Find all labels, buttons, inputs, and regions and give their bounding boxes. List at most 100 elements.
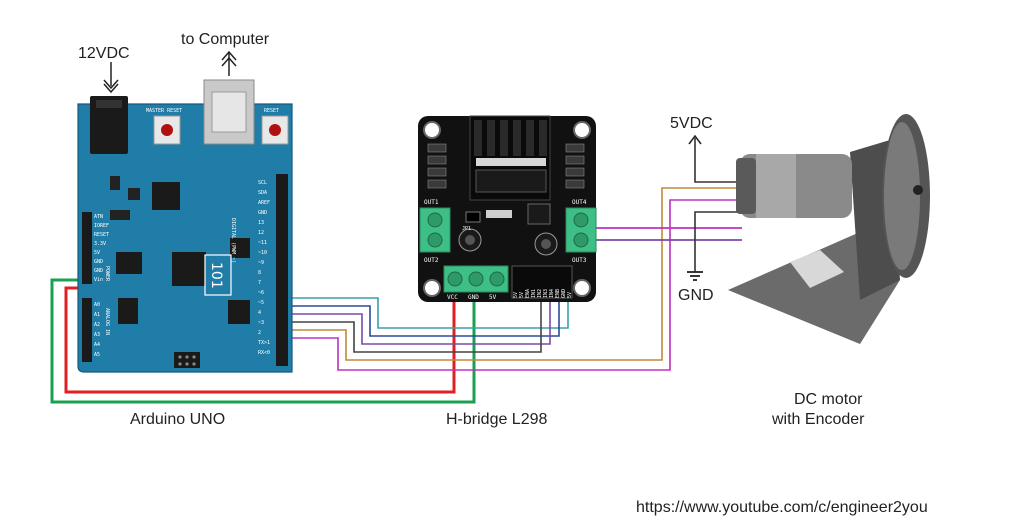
pin-label: 8 — [258, 270, 261, 276]
digital-section-label: DIGITAL (PWM ~) — [230, 218, 236, 263]
jumper-jp1 — [465, 211, 481, 223]
pin-label: ~9 — [258, 260, 264, 266]
terminal-out1-out2 — [419, 207, 451, 253]
to-computer-label: to Computer — [181, 31, 270, 48]
pin-label: IOREF — [94, 223, 109, 229]
terminal-power — [443, 265, 509, 293]
svg-text:101: 101 — [208, 262, 224, 289]
wire-dark-in3 — [286, 298, 542, 353]
pin-label: IN4 — [549, 289, 555, 298]
pin-label: AREF — [258, 200, 270, 206]
pin-label: A3 — [94, 332, 100, 338]
arduino-board: MASTER RESET RESET 101 DIGITAL (PWM ~) P… — [77, 79, 293, 373]
pin-label: 5V — [489, 294, 497, 301]
pin-label: 13 — [258, 220, 264, 226]
pin-label: GND — [94, 259, 103, 265]
pin-label: ~11 — [258, 240, 267, 246]
small-chip-1 — [152, 182, 180, 210]
out1-label: OUT1 — [424, 199, 439, 206]
power-arrow — [103, 62, 119, 94]
wire-gnd-encoder — [694, 211, 742, 272]
main-chip — [172, 252, 206, 286]
dc-barrel-jack — [90, 96, 128, 154]
pin-label: SDA — [258, 190, 267, 196]
analog-header — [82, 298, 92, 362]
wire-green-gnd — [50, 278, 476, 404]
motor-bracket — [728, 232, 900, 344]
icsp-header — [174, 352, 200, 368]
pin-label: 12 — [258, 230, 264, 236]
wire-navy-in1 — [286, 298, 560, 337]
pin-label: 5V — [519, 292, 525, 298]
wire-purple-in2 — [286, 298, 551, 345]
pin-label: IN2 — [537, 289, 543, 298]
small-chip-4 — [230, 238, 250, 258]
digital-pin-labels: SCLSDAAREFGND1312~11~10~987~6~54~32TX>1R… — [258, 180, 270, 356]
wire-5vdc-encoder — [694, 138, 742, 183]
pin-label: ~3 — [258, 320, 264, 326]
power-in-label: 12VDC — [78, 45, 130, 62]
pin-label: A5 — [94, 352, 100, 358]
pin-label: 5V — [567, 292, 573, 298]
pin-label: 7 — [258, 280, 261, 286]
jumper-label: JP1 — [462, 226, 471, 232]
pin-label: RX<0 — [258, 350, 270, 356]
motor-label-line2: with Encoder — [771, 411, 865, 428]
pin-label: GND — [94, 268, 103, 274]
pin-label: A4 — [94, 342, 100, 348]
wire-orange-encoder — [286, 187, 742, 361]
wire-red-vcc — [64, 286, 456, 394]
hbridge-pcb — [418, 116, 596, 302]
digital-header — [276, 174, 288, 366]
pin-label: RESET — [94, 232, 109, 238]
pin-label: GND — [561, 289, 567, 298]
motor-label-line1: DC motor — [794, 391, 863, 408]
voltage-regulator — [527, 203, 551, 225]
pin-label: VCC — [447, 294, 458, 301]
pin-label: ~10 — [258, 250, 267, 256]
small-chip-3 — [118, 298, 138, 324]
capacitor-right — [534, 232, 558, 256]
vdc5-label: 5VDC — [670, 115, 713, 132]
reset-label: RESET — [264, 108, 279, 114]
arduino-label: Arduino UNO — [130, 411, 225, 428]
board-model-badge: 101 — [204, 254, 232, 296]
capacitor-left — [458, 228, 482, 252]
pin-label: GND — [258, 210, 267, 216]
analog-section-label: ANALOG IN — [104, 308, 110, 335]
pin-label: 5V — [513, 292, 519, 298]
master-reset-label: MASTER RESET — [146, 108, 182, 114]
wire-magenta-encoder — [286, 199, 742, 371]
pin-label: SCL — [258, 180, 267, 186]
pin-label: IN3 — [543, 289, 549, 298]
pin-label: 3.3V — [94, 241, 106, 247]
dc-motor — [728, 114, 930, 344]
pin-label: ENB — [555, 289, 561, 298]
pin-label: 2 — [258, 330, 261, 336]
diodes-right — [565, 143, 585, 189]
wire-teal-ena — [286, 297, 569, 329]
pin-label: Vin — [94, 277, 103, 283]
diodes-left — [427, 143, 447, 189]
power-header — [82, 212, 92, 284]
gnd-symbol — [687, 271, 703, 281]
computer-arrow — [221, 50, 237, 76]
vdc5-arrow — [688, 134, 702, 145]
small-chip-2 — [116, 252, 142, 274]
source-url: https://www.youtube.com/c/engineer2you — [636, 499, 928, 516]
small-chip-5 — [228, 300, 250, 324]
pin-label: ~6 — [258, 290, 264, 296]
pin-label: A0 — [94, 302, 100, 308]
terminal-out3-out4 — [565, 207, 597, 253]
out2-label: OUT2 — [424, 257, 439, 264]
power-section-label: POWER — [104, 266, 110, 282]
wires — [50, 138, 742, 404]
reset-button — [261, 115, 289, 145]
